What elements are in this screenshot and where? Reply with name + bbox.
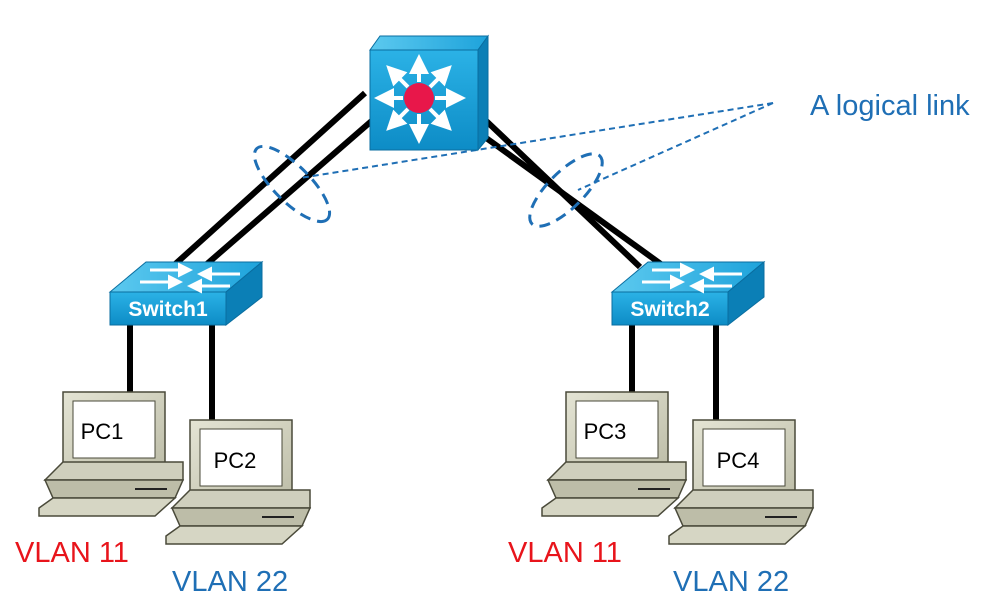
pc2-label: PC2 — [214, 448, 257, 473]
pc3-icon: PC3 — [541, 391, 688, 517]
switch2-label: Switch2 — [630, 298, 709, 321]
pc1-vlan-label: VLAN 11 — [15, 537, 129, 569]
logical-link-pointers — [299, 102, 774, 191]
logical-link-label: A logical link — [810, 90, 970, 122]
uplink-switch2 — [477, 112, 667, 270]
pc1-icon: PC1 — [38, 391, 185, 517]
switch2-icon: Switch2 — [610, 260, 766, 327]
logical-link-marker-left — [252, 144, 332, 224]
pc4-label: PC4 — [717, 448, 760, 473]
pc2-icon: PC2 — [165, 419, 312, 545]
pc3-vlan-label: VLAN 11 — [508, 537, 622, 569]
pc4-vlan-label: VLAN 22 — [673, 566, 789, 598]
uplink-switch1 — [169, 90, 377, 273]
pc3-label: PC3 — [584, 419, 627, 444]
pc4-icon: PC4 — [668, 419, 815, 545]
multilayer-switch-icon — [369, 34, 489, 152]
switch1-icon: Switch1 — [108, 260, 264, 327]
logical-link-marker-right — [528, 152, 604, 228]
pc2-vlan-label: VLAN 22 — [172, 566, 288, 598]
pc1-label: PC1 — [81, 419, 124, 444]
switch1-label: Switch1 — [128, 298, 208, 321]
router-center-dot — [404, 83, 434, 113]
access-links — [127, 322, 719, 420]
